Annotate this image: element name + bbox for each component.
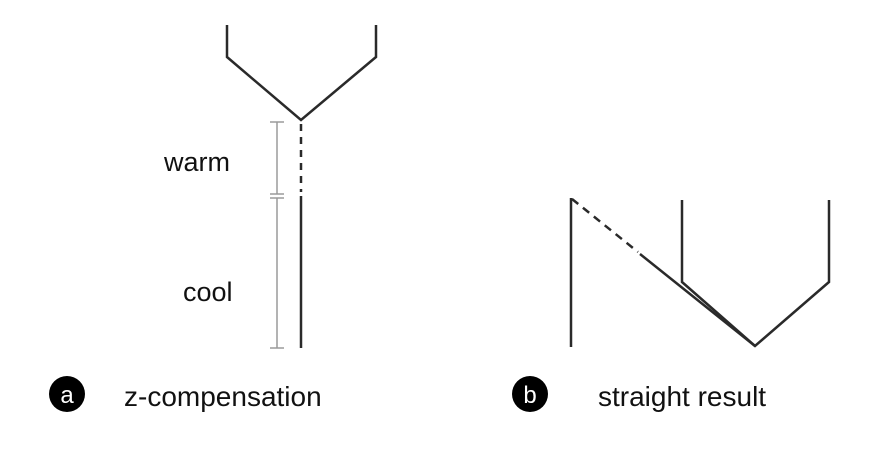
panel-b — [569, 198, 831, 348]
caption-b: straight result — [598, 381, 766, 412]
panel-a — [225, 25, 378, 349]
cool-label: cool — [183, 277, 233, 307]
svg-text:a: a — [60, 382, 74, 409]
measure-bracket — [270, 121, 284, 349]
warm-label: warm — [163, 147, 230, 177]
toolpath-v-shape — [680, 200, 831, 348]
toolpath-y-shape — [225, 25, 378, 122]
svg-text:b: b — [523, 382, 536, 409]
dashed-diagonal — [571, 198, 639, 253]
badge-b: b — [512, 376, 548, 412]
caption-a: z-compensation — [124, 381, 322, 412]
badge-a: a — [49, 376, 85, 412]
